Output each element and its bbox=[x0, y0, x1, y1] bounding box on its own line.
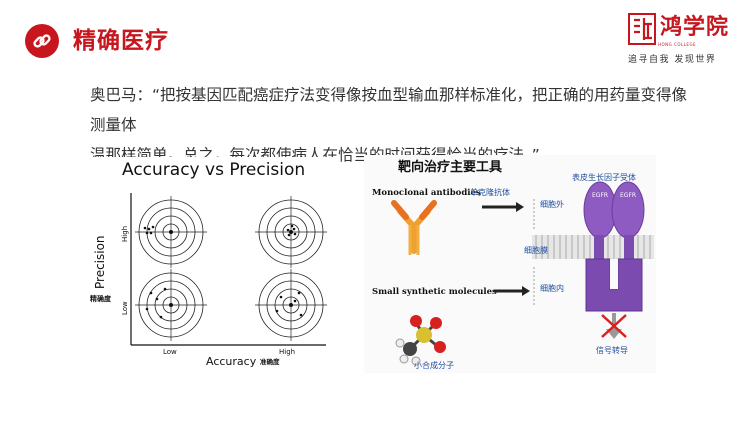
outside-label: 细胞外 bbox=[540, 199, 564, 209]
brand-logo: 鸿学院 HONG COLLEGE 追寻自我 发现世界 bbox=[628, 12, 740, 65]
y-low: Low bbox=[121, 301, 129, 315]
small-molecule-icon bbox=[395, 315, 446, 366]
target-low-accuracy-high-precision bbox=[135, 196, 207, 268]
target-high-accuracy-low-precision bbox=[255, 269, 327, 341]
quote-line-1: 奥巴马：“把按基因匹配癌症疗法变得像按血型输血那样标准化，把正确的用药量变得像测… bbox=[90, 86, 688, 134]
accuracy-precision-figure: Accuracy vs Precision Precision 精确度 High… bbox=[86, 157, 339, 368]
link-icon bbox=[33, 34, 51, 48]
header: 精确医疗 鸿学院 HONG COLLEGE 追寻自我 发现世界 bbox=[0, 0, 750, 80]
logo-sub: HONG COLLEGE bbox=[658, 42, 697, 47]
mab-en-label: Monoclonal antibodies bbox=[372, 188, 481, 198]
targeted-therapy-svg: 靶向治疗主要工具 EG bbox=[372, 159, 654, 370]
targeted-therapy-figure: 靶向治疗主要工具 EG bbox=[364, 155, 656, 373]
page-title: 精确医疗 bbox=[73, 28, 169, 54]
logo-name: 鸿学院 bbox=[660, 14, 730, 40]
egfr-label-left: EGFR bbox=[592, 192, 608, 199]
fig-right-title: 靶向治疗主要工具 bbox=[398, 159, 502, 175]
logo-mark-icon bbox=[628, 13, 656, 45]
egfr-receptor bbox=[583, 181, 645, 312]
link-icon-badge bbox=[25, 24, 59, 58]
receptor-label: 表皮生长因子受体 bbox=[572, 172, 636, 182]
arrow-to-cytoplasm bbox=[494, 286, 530, 296]
arrow-to-receptor bbox=[482, 202, 524, 212]
x-label: Accuracy bbox=[206, 355, 257, 368]
signal-label: 信号转导 bbox=[596, 345, 628, 355]
logo-slogan: 追寻自我 发现世界 bbox=[628, 55, 717, 65]
small-en-label: Small synthetic molecules bbox=[372, 287, 497, 297]
antibody-icon bbox=[391, 200, 437, 255]
blocked-signal-icon bbox=[601, 313, 627, 339]
inside-label: 细胞内 bbox=[540, 283, 564, 293]
target-high-accuracy-high-precision bbox=[255, 196, 327, 268]
y-high: High bbox=[121, 226, 129, 242]
egfr-label-right: EGFR bbox=[620, 192, 636, 199]
target-low-accuracy-low-precision bbox=[135, 269, 207, 341]
y-label: Precision bbox=[93, 235, 107, 289]
small-cn-label: 小合成分子 bbox=[414, 360, 454, 370]
y-label-cn: 精确度 bbox=[90, 294, 112, 303]
mab-cn-label: 单克隆抗体 bbox=[470, 187, 510, 197]
x-low: Low bbox=[163, 348, 177, 356]
cell-membrane bbox=[532, 235, 654, 259]
x-high: High bbox=[279, 348, 295, 356]
x-label-cn: 准确度 bbox=[260, 357, 280, 366]
fig-left-title: Accuracy vs Precision bbox=[122, 160, 305, 180]
accuracy-precision-svg: Accuracy vs Precision Precision 精确度 High… bbox=[90, 160, 327, 368]
membrane-label: 细胞膜 bbox=[524, 245, 548, 255]
